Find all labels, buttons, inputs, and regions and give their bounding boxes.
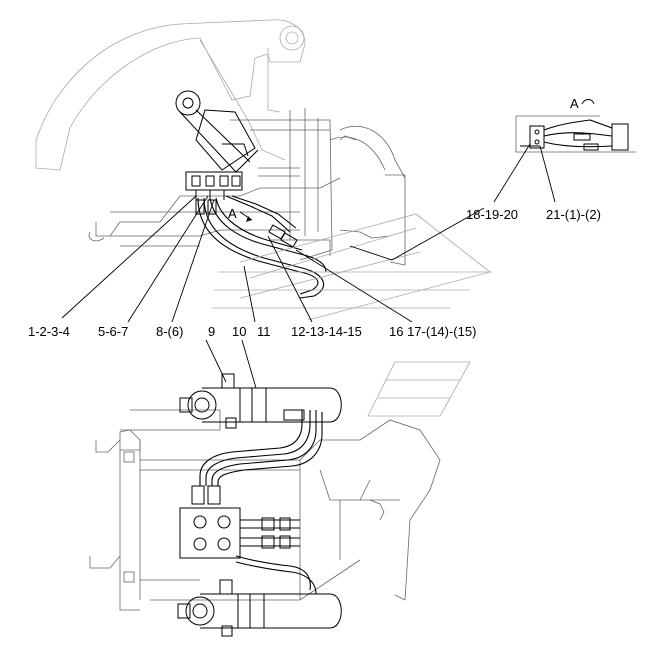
- lower-valve-block: [179, 485, 300, 559]
- detail-view-title: A: [570, 96, 579, 111]
- callout-5-6-7: 5-6-7: [98, 324, 128, 339]
- left-lift-cylinder: [179, 373, 342, 429]
- section-mark-a: A: [228, 206, 253, 222]
- right-lift-cylinder: [177, 579, 342, 637]
- callout-18-19-20: 18-19-20: [466, 207, 518, 222]
- callout-21: 21-(1)-(2): [546, 207, 601, 222]
- lower-hoses: [199, 410, 323, 595]
- boom-arm-outline: [35, 19, 306, 171]
- hatch-stripes: [212, 271, 492, 417]
- callout-12-13-14-15: 12-13-14-15: [291, 324, 362, 339]
- callout-11: 11: [257, 324, 271, 339]
- callout-8-6: 8-(6): [156, 324, 183, 339]
- callout-1-2-3-4: 1-2-3-4: [28, 324, 70, 339]
- upper-hoses: [195, 195, 327, 299]
- upper-frame: [88, 108, 406, 266]
- upper-valve-block: [185, 171, 243, 200]
- callout-16-17: 16 17-(14)-(15): [389, 324, 476, 339]
- leader-lines: [61, 143, 556, 389]
- section-mark-text: A: [228, 206, 237, 221]
- callout-10: 10: [232, 324, 246, 339]
- callout-labels: 1-2-3-4 5-6-7 8-(6) 9 10 11 12-13-14-15 …: [28, 207, 601, 339]
- upper-cylinder: [175, 90, 259, 173]
- detail-view-a: A: [515, 96, 636, 153]
- callout-9: 9: [208, 324, 215, 339]
- lower-frame: [89, 409, 441, 611]
